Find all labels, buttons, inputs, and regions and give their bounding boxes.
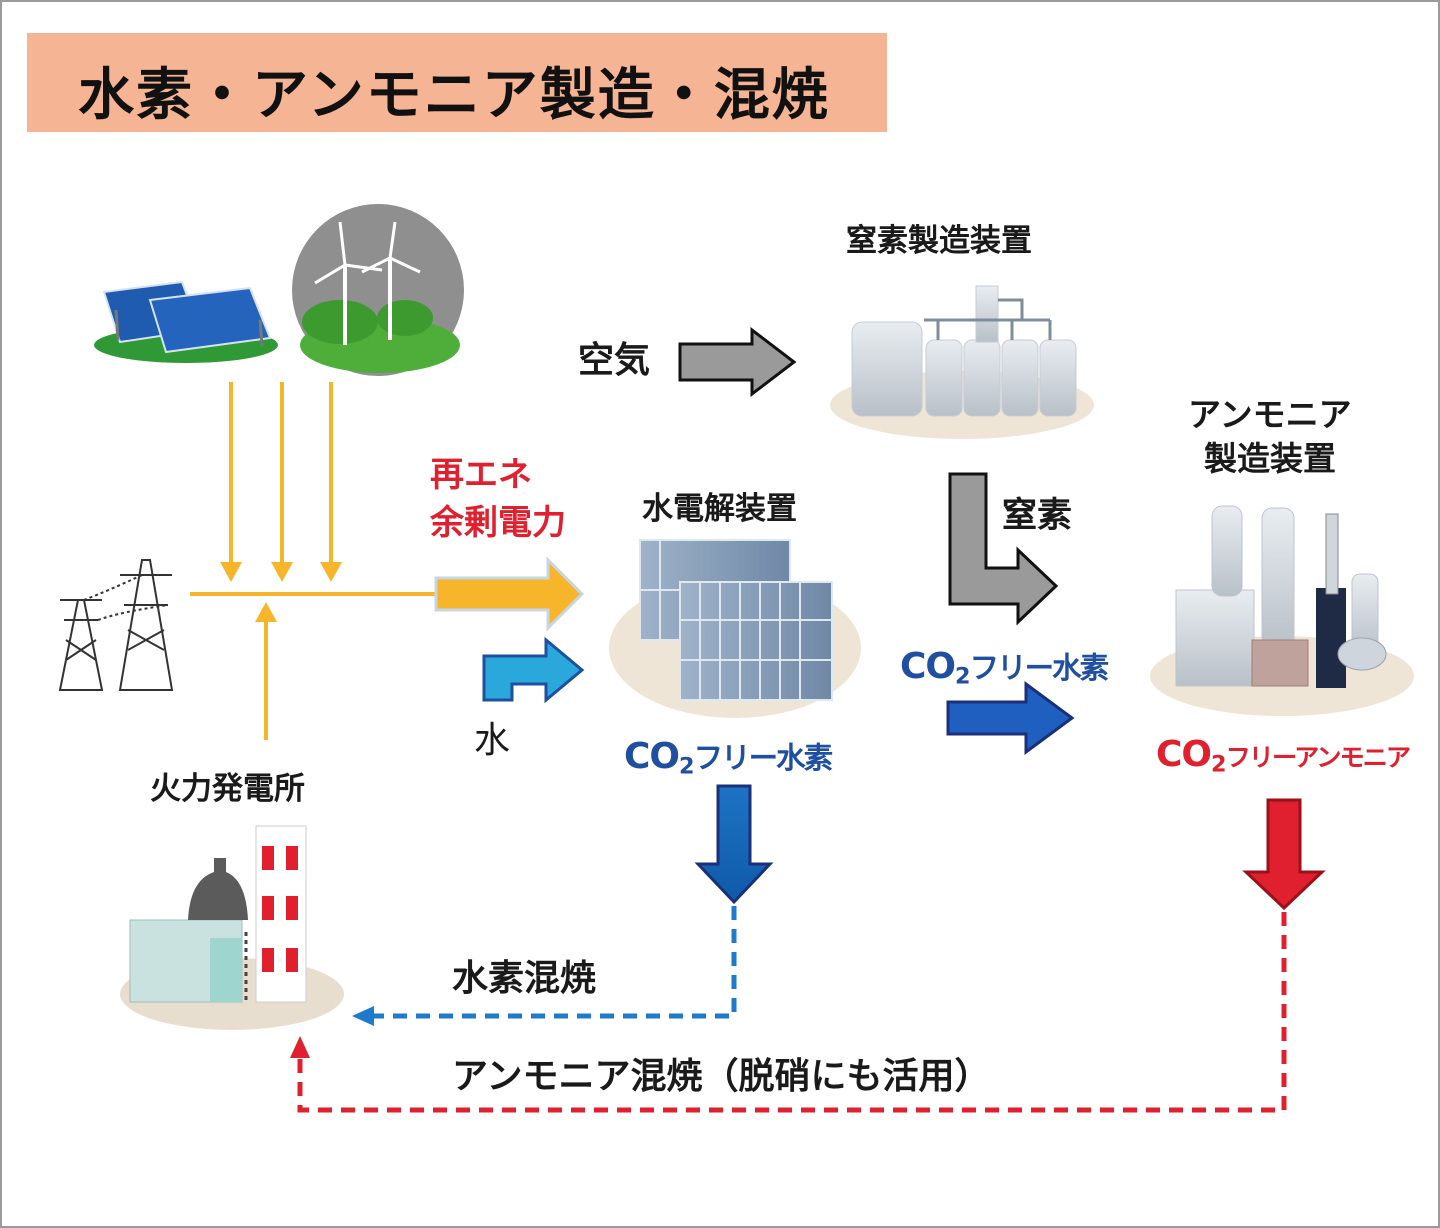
co2-free-hydrogen-label-right: CO2フリー水素 — [900, 646, 1109, 690]
electrolyzer-label: 水電解装置 — [642, 491, 797, 527]
renewable-power-arrow — [434, 556, 585, 632]
ammonia-cofiring-label: アンモニア混焼（脱硝にも活用） — [452, 1056, 991, 1097]
co2-free-ammonia-label: CO2フリーアンモニア — [1156, 734, 1411, 778]
diagram-title: 水素・アンモニア製造・混焼 — [78, 63, 830, 128]
water-label: 水 — [474, 720, 511, 761]
air-label: 空気 — [578, 340, 651, 381]
hydrogen-cofiring-label: 水素混焼 — [452, 958, 597, 999]
co2-free-hydrogen-label-center: CO2フリー水素 — [624, 736, 833, 780]
renewable-surplus-label-2: 余剰電力 — [430, 503, 566, 543]
air-arrow — [678, 326, 797, 398]
solar-panel-icon — [94, 280, 278, 363]
wind-turbine-icon — [292, 204, 464, 376]
power-flow-lines — [190, 382, 440, 740]
hydrogen-cofiring-path — [352, 906, 737, 1026]
transmission-tower-icon — [58, 559, 174, 691]
ammonia-cofiring-path — [290, 912, 1287, 1113]
hydrogen-to-ammonia-arrow — [946, 681, 1075, 755]
electrolyzer-icon — [609, 539, 861, 718]
hydrogen-down-arrow — [694, 784, 774, 905]
ammonia-down-arrow — [1242, 798, 1326, 911]
water-arrow — [482, 636, 585, 704]
thermal-power-plant-icon — [120, 825, 344, 1030]
thermal-plant-label: 火力発電所 — [150, 771, 305, 807]
nitrogen-plant-label: 窒素製造装置 — [846, 223, 1032, 259]
ammonia-plant-label-1: アンモニア — [1188, 395, 1352, 434]
nitrogen-plant-icon — [830, 285, 1094, 439]
ammonia-plant-icon — [1150, 505, 1414, 716]
renewable-surplus-label-1: 再エネ — [430, 455, 532, 495]
nitrogen-arrow — [948, 472, 1059, 626]
title-banner — [27, 33, 887, 132]
nitrogen-label: 窒素 — [1002, 496, 1073, 536]
ammonia-plant-label-2: 製造装置 — [1204, 439, 1336, 478]
